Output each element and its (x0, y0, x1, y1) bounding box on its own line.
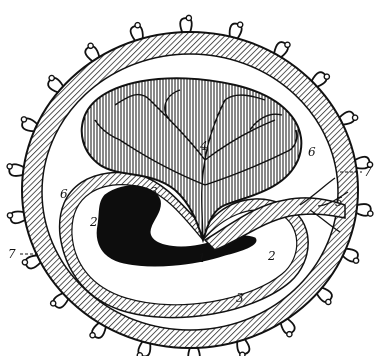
villus-tip (368, 211, 373, 216)
villus-tip (49, 75, 54, 80)
villus-tip (135, 23, 140, 28)
label-3-bottom: 3 (236, 291, 244, 305)
villus-tip (240, 352, 245, 356)
label-2-left: 2 (89, 215, 98, 229)
label-4: 4 (199, 139, 208, 153)
villus-tip (90, 333, 95, 338)
label-3-top: 3 (150, 185, 158, 199)
villus-tip (287, 332, 292, 337)
label-1: 1 (198, 251, 206, 265)
label-5: 5 (335, 195, 343, 209)
villus-tip (7, 164, 12, 169)
villus (188, 348, 200, 356)
villus-tip (353, 258, 358, 263)
villus-tip (51, 301, 56, 306)
villus-tip (285, 42, 290, 47)
label-7-right: 7 (364, 165, 372, 179)
villus-tip (352, 115, 357, 120)
label-2-right: 2 (267, 249, 276, 263)
villus-tip (88, 43, 93, 48)
label-6-left: 6 (60, 187, 68, 201)
label-6-right: 6 (308, 145, 316, 159)
villus-tip (21, 117, 26, 122)
villus-tip (7, 213, 12, 218)
label-7-left: 7 (8, 247, 16, 261)
villus-tip (238, 22, 243, 27)
villus-tip (22, 260, 27, 265)
villus-tip (186, 15, 191, 20)
villus-tip (324, 74, 329, 79)
villus-tip (326, 299, 331, 304)
